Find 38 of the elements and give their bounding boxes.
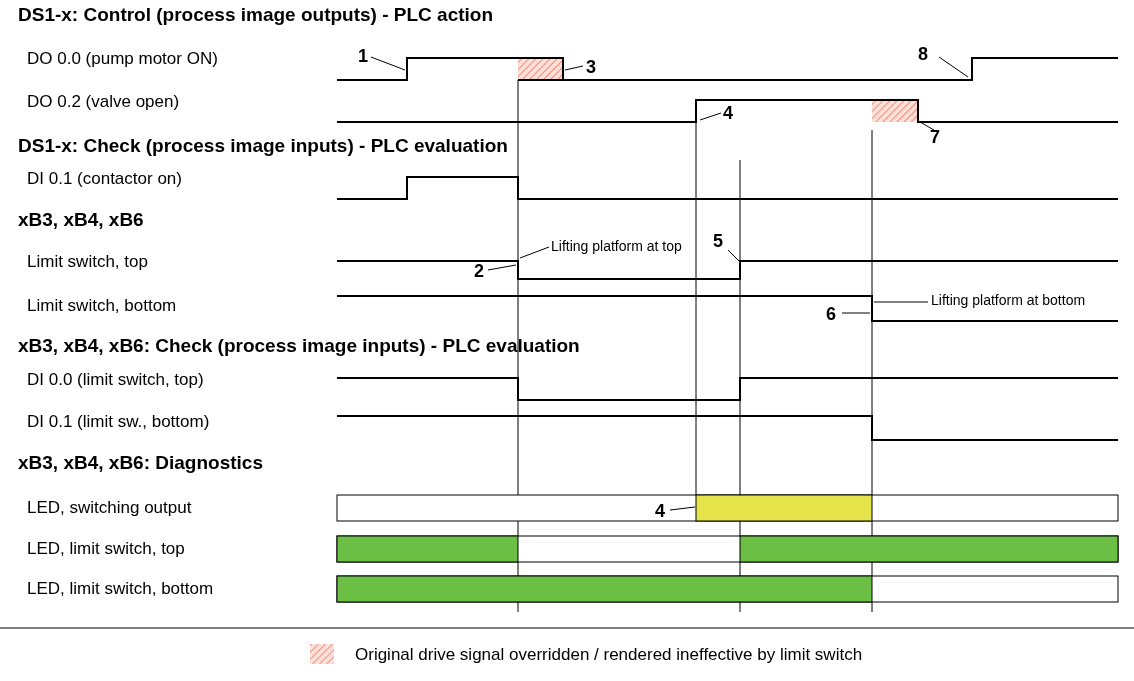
- signal-name: DI 0.1 (limit sw., bottom): [27, 413, 210, 430]
- signal-name: LED, limit switch, bottom: [27, 580, 214, 597]
- leader-line: [727, 249, 740, 262]
- signal-name: LED, limit switch, top: [27, 540, 185, 557]
- callout-number: 5: [713, 232, 723, 250]
- callout-number: 7: [930, 128, 940, 146]
- callout-number: 8: [918, 45, 928, 63]
- section-heading: DS1-x: Check (process image inputs) - PLC evaluation: [18, 136, 508, 155]
- leader-line: [919, 121, 935, 131]
- signal-name: DI 0.0 (limit switch, top): [27, 371, 204, 388]
- callout-number: 4: [723, 104, 733, 122]
- signal-name: LED, switching output: [27, 499, 192, 516]
- signal-name: DO 0.2 (valve open): [27, 93, 180, 110]
- section-heading: DS1-x: Control (process image outputs) - PLC action: [18, 5, 494, 24]
- leader-line: [699, 112, 722, 121]
- section-heading: xB3, xB4, xB6: [18, 210, 144, 229]
- leader-line: [564, 65, 584, 71]
- leader-line: [519, 246, 550, 259]
- signal-name: DI 0.1 (contactor on): [27, 170, 182, 187]
- annotation-text: Lifting platform at bottom: [931, 293, 1086, 307]
- leader-line: [873, 301, 929, 303]
- callout-number: 3: [586, 58, 596, 76]
- leader-line: [841, 312, 871, 314]
- callout-number: 6: [826, 305, 836, 323]
- leader-line: [487, 264, 517, 271]
- legend-text: Original drive signal overridden / rendered ineffective by limit switch: [355, 646, 863, 663]
- annotation-text: Lifting platform at top: [551, 239, 682, 253]
- section-heading: xB3, xB4, xB6: Diagnostics: [18, 453, 263, 472]
- callout-number: 1: [358, 47, 368, 65]
- callout-number: 2: [474, 262, 484, 280]
- signal-name: DO 0.0 (pump motor ON): [27, 50, 218, 67]
- callout-number: 4: [655, 502, 665, 520]
- section-heading: xB3, xB4, xB6: Check (process image inputs) - PLC evaluation: [18, 336, 580, 355]
- leader-line: [370, 56, 406, 71]
- leader-line: [938, 56, 969, 78]
- signal-name: Limit switch, bottom: [27, 297, 177, 314]
- signal-name: Limit switch, top: [27, 253, 148, 270]
- leader-line: [669, 506, 696, 511]
